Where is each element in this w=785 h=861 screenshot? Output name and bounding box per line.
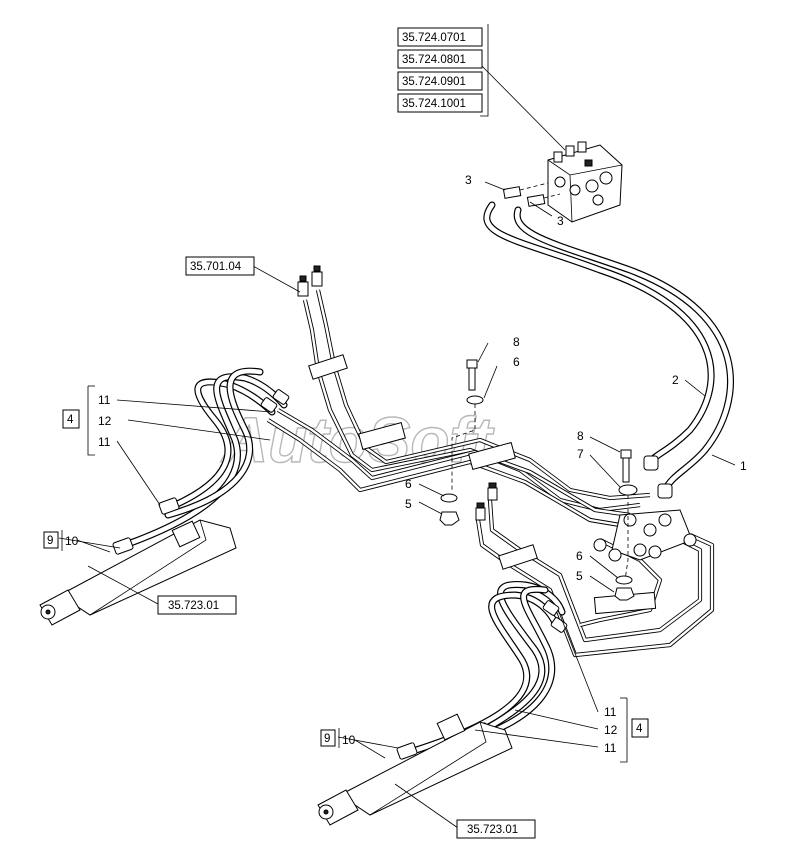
callout-labels: 1 2 3 3 5 5 6 6 6 7 8 8 10 10 11 11 11 1… (65, 173, 747, 755)
valve-ref-0901: 35.724.0901 (402, 76, 466, 88)
long-hose-group (483, 201, 734, 499)
kit-4-right: 4 (636, 723, 643, 735)
callout-12-right: 12 (604, 723, 618, 737)
left-cylinder (39, 519, 237, 626)
valve-ref-stack: 35.724.0701 35.724.0801 35.724.0901 35.7… (397, 27, 483, 113)
callout-11-right-lower: 11 (604, 741, 617, 755)
valve-ref-0801: 35.724.0801 (402, 54, 466, 66)
rigid-pipe-group-lower (475, 482, 715, 658)
callout-8-upper: 8 (513, 335, 520, 349)
callout-11-left-lower: 11 (98, 435, 111, 449)
callout-12-left: 12 (98, 414, 112, 428)
valve-fitting-group (502, 182, 561, 207)
valve-ref-1001: 35.724.1001 (402, 98, 466, 110)
callout-6-upper: 6 (513, 355, 520, 369)
callout-8-right: 8 (577, 429, 584, 443)
leader-lines (58, 24, 736, 829)
hardware-group (439, 359, 638, 601)
left-cylinder-hose-group (112, 367, 290, 555)
callout-10-bottom: 10 (342, 733, 356, 747)
control-valve-assembly (547, 141, 623, 223)
callout-5-right: 5 (576, 569, 583, 583)
callout-6-left: 6 (405, 477, 412, 491)
kit-9-left: 9 (47, 535, 53, 547)
ref-35-701-04: 35.701.04 (190, 261, 242, 273)
rigid-pipe-group-upper (266, 265, 651, 528)
kit-4-left: 4 (67, 414, 74, 426)
callout-3-lower: 3 (557, 214, 564, 228)
valve-ref-0701: 35.724.0701 (402, 32, 466, 44)
bottom-cylinder (317, 713, 513, 826)
kit-9-bottom: 9 (324, 733, 330, 745)
callout-5-left: 5 (405, 497, 412, 511)
callout-10-left: 10 (65, 534, 79, 548)
callout-2: 2 (672, 373, 679, 387)
ref-cylinder-left: 35.723.01 (168, 600, 219, 612)
bottom-cylinder-hose-group (396, 580, 568, 760)
callout-6-right: 6 (576, 549, 583, 563)
ref-cylinder-bottom: 35.723.01 (467, 824, 518, 836)
callout-11-right-upper: 11 (604, 705, 617, 719)
callout-3-upper: 3 (465, 173, 472, 187)
callout-11-left-upper: 11 (98, 393, 111, 407)
callout-7: 7 (577, 447, 584, 461)
callout-1: 1 (740, 459, 747, 473)
